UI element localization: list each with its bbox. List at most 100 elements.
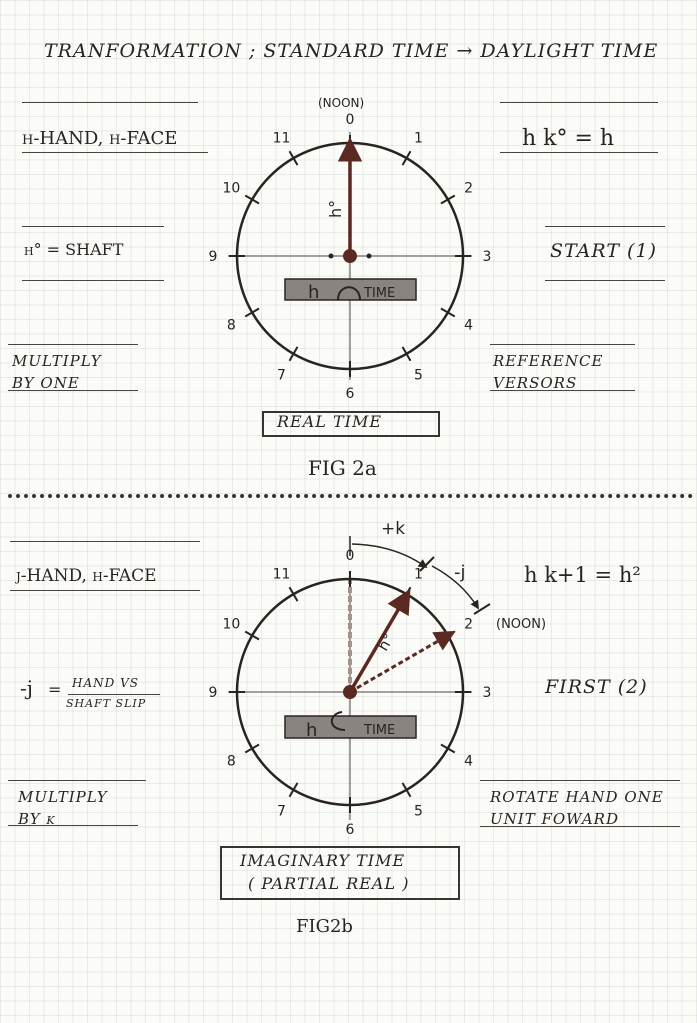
clock-b-number-5: 5 — [414, 804, 423, 820]
clock-a-dot-left — [328, 253, 334, 259]
clock-b-time-band — [284, 715, 417, 739]
partial-real-label: ( PARTIAL REAL ) — [248, 874, 410, 893]
clock-b-hand-label: h° — [374, 630, 398, 654]
clock-b-band-time: TIME — [363, 723, 395, 738]
clock-b-hub — [343, 685, 357, 699]
clock-b-number-4: 4 — [464, 754, 473, 770]
rule — [8, 825, 138, 826]
clock-b-number-8: 8 — [227, 754, 236, 770]
clock-a-number-2: 2 — [464, 181, 473, 197]
clock-a-number-3: 3 — [483, 249, 492, 265]
rule — [500, 152, 658, 153]
real-time-label: REAL TIME — [277, 412, 383, 431]
clock-a-number-9: 9 — [209, 249, 218, 265]
clock-a-tick-8 — [244, 307, 260, 318]
clock-b-number-9: 9 — [209, 685, 218, 701]
rule — [480, 780, 680, 781]
rule — [10, 590, 200, 591]
fig-b-left-multiply: MULTIPLY BY k — [18, 788, 108, 828]
rule — [22, 152, 208, 153]
clock-a-ticks — [229, 135, 471, 377]
clock-a-tick-10 — [244, 194, 260, 205]
fig-b-right-first: FIRST (2) — [545, 676, 648, 698]
rule — [545, 226, 665, 227]
fig-a-right-start: START (1) — [550, 240, 657, 262]
section-divider — [8, 494, 693, 498]
plus-k-arc — [351, 543, 428, 569]
clock-a-shaft-hook — [337, 286, 361, 301]
clock-a-dot-right — [366, 253, 372, 259]
clock-a-tick-5 — [401, 346, 412, 362]
fig-b-right-rotate: ROTATE HAND ONE UNIT FOWARD — [490, 788, 664, 828]
clock-b-number-6: 6 — [346, 822, 355, 838]
page-title: TRANFORMATION ; STANDARD TIME → DAYLIGHT… — [44, 40, 659, 62]
clock-b-shaft-dashed — [349, 630, 456, 694]
rule — [22, 226, 164, 227]
imaginary-time-box — [220, 846, 460, 900]
clock-b-hand — [348, 588, 411, 693]
clock-a-band-time: TIME — [363, 286, 395, 301]
real-time-box — [262, 411, 440, 437]
rule — [10, 541, 200, 542]
clock-b-tick-5 — [401, 782, 412, 798]
clock-b-tick-7 — [288, 782, 299, 798]
fig-a-left-face: h-HAND, h-FACE — [22, 128, 178, 149]
rule — [545, 280, 665, 281]
clock-a-band-h: h — [308, 282, 319, 303]
minus-j-arc — [431, 565, 479, 610]
clock-b-tick-10 — [244, 630, 260, 641]
clock-a-hub — [343, 249, 357, 263]
rule — [490, 390, 635, 391]
fig-b-left-j-eq: = — [48, 680, 62, 699]
rule — [480, 826, 680, 827]
fig-a-right-eq: h k° = h — [522, 126, 615, 151]
clock-a-number-4: 4 — [464, 318, 473, 334]
clock-b-tick-8 — [244, 743, 260, 754]
clock-b-number-7: 7 — [277, 804, 286, 820]
clock-a-number-7: 7 — [277, 368, 286, 384]
fig-b-left-j-den: SHAFT SLIP — [66, 697, 147, 710]
rule — [8, 780, 146, 781]
fig-b-caption: FIG2b — [296, 916, 353, 937]
clock-b-tick-11 — [288, 586, 299, 602]
clock-b-band-h: h — [306, 720, 317, 741]
clock-b-shaft-hook — [330, 711, 346, 731]
fig-b-left-j-prefix: -j — [20, 676, 33, 700]
clock-b-number-1: 1 — [414, 566, 423, 582]
clock-a-tick-7 — [288, 346, 299, 362]
minus-j-label: -j — [454, 562, 466, 583]
rule — [490, 344, 635, 345]
fig-b-left-j-num: HAND VS — [72, 676, 139, 690]
fig-a-left-multiply: MULTIPLY BY ONE — [12, 352, 102, 392]
imaginary-time-label: IMAGINARY TIME — [240, 851, 406, 870]
rule — [8, 344, 138, 345]
rule — [22, 280, 164, 281]
fig-a-right-ref: REFERENCE VERSORS — [493, 352, 604, 392]
fraction-bar — [68, 694, 160, 695]
fig-b-right-eq: h k+1 = h² — [524, 563, 641, 587]
fig-a-caption: FIG 2a — [308, 456, 377, 480]
clock-b-noon: (NOON) — [496, 617, 546, 632]
clock-a-number-1: 1 — [414, 130, 423, 146]
clock-b-number-2: 2 — [464, 617, 473, 633]
clock-a-number-5: 5 — [414, 368, 423, 384]
clock-b-tick-4 — [440, 743, 456, 754]
clock-a-number-8: 8 — [227, 318, 236, 334]
clock-b-number-3: 3 — [483, 685, 492, 701]
rule — [500, 102, 658, 103]
clock-b-number-10: 10 — [222, 617, 240, 633]
rule — [22, 102, 198, 103]
clock-a-number-10: 10 — [222, 181, 240, 197]
plus-k-end-tick — [419, 556, 435, 572]
clock-a-hand-label: h° — [326, 200, 345, 218]
clock-a-noon: (NOON) — [318, 96, 364, 110]
clock-a-number-0: 0 — [346, 112, 355, 128]
clock-a-tick-11 — [288, 150, 299, 166]
clock-a-time-band — [284, 278, 417, 301]
plus-k-label: +k — [381, 519, 405, 539]
clock-a-tick-4 — [440, 307, 456, 318]
